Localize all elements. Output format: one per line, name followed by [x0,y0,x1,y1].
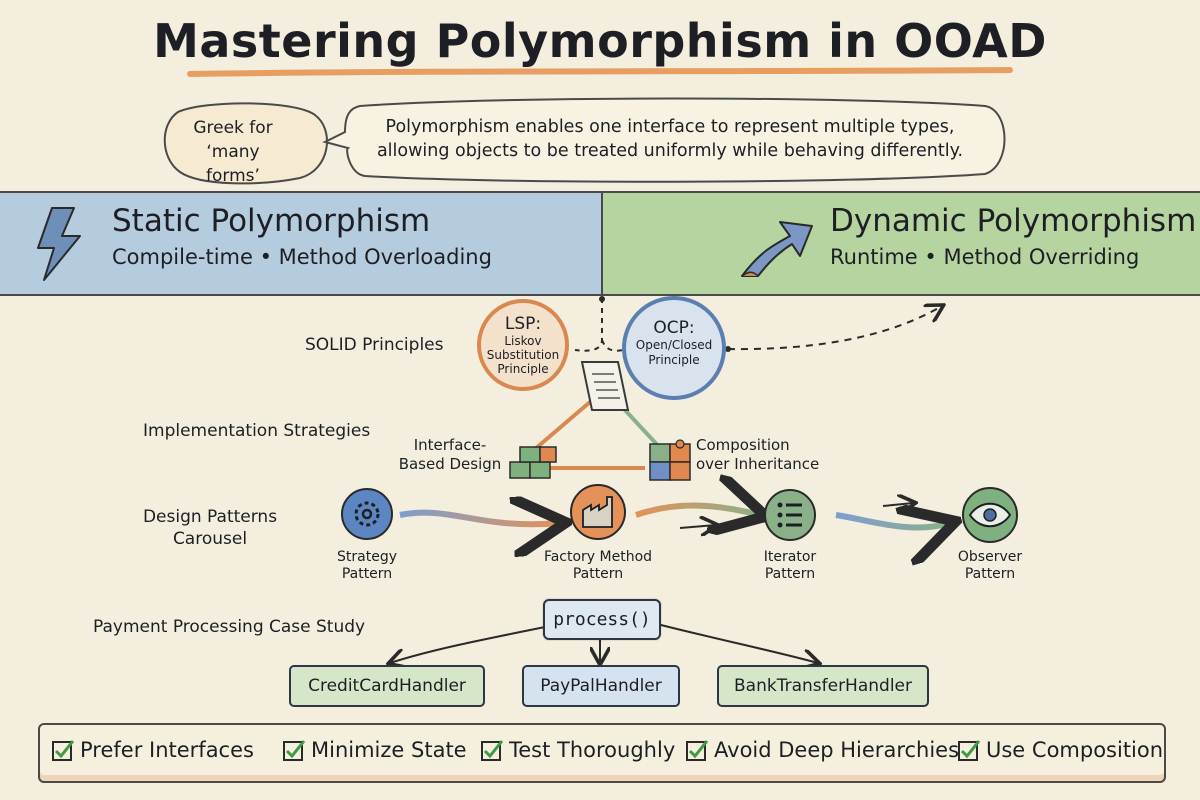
static-band [0,192,602,295]
strategy-line-2: Pattern [341,566,393,582]
tip-label: Prefer Interfaces [80,738,254,762]
tip-label: Avoid Deep Hierarchies [714,738,960,762]
composition-line-2: over Inheritance [696,455,820,473]
observer-node [962,487,1018,543]
curved-arrow-icon [741,221,813,277]
iterator-pattern-label: Iterator Pattern [720,549,860,583]
tip-prefer-interfaces: Prefer Interfaces [52,738,254,762]
dynamic-polymorphism: Dynamic Polymorphism Runtime • Method Ov… [830,203,1196,269]
page-title: Mastering Polymorphism in OOAD [153,14,1047,68]
scroll-icon [580,361,630,411]
iterator-line-1: Iterator [763,549,817,565]
lsp-circle [477,299,569,391]
strategy-line-1: Strategy [337,549,397,565]
blocks-icon [509,446,557,479]
iterator-line-2: Pattern [764,566,816,582]
tip-label: Minimize State [311,738,467,762]
eye-icon [968,502,1012,528]
lsp-line-2: Substitution [486,348,560,362]
checkbox-icon [686,740,708,761]
list-icon [777,502,802,528]
intro-bubble [322,97,1006,183]
lightning-icon [37,207,81,281]
lsp-title: LSP: [504,314,542,334]
tip-avoid-deep-hierarchies: Avoid Deep Hierarchies [686,738,959,762]
gear-icon [354,501,380,527]
ocp-circle [622,296,726,400]
factory-icon [582,496,613,528]
intro-line-2: allowing objects to be treated uniformly… [376,141,964,161]
case-study-label: Payment Processing Case Study [93,617,366,637]
banktransfer-handler-box: BankTransferHandler [717,665,929,707]
factory-node [570,484,626,540]
patterns-line-2: Carousel [172,529,248,549]
tip-label: Test Thoroughly [509,738,676,762]
intro-line-1: Polymorphism enables one interface to re… [385,117,955,137]
greek-line-2: ‘many forms’ [206,142,260,186]
creditcard-handler-box: CreditCardHandler [289,665,485,707]
greek-bubble [163,102,328,185]
puzzle-icon [649,439,691,481]
static-polymorphism: Static Polymorphism Compile-time • Metho… [112,203,492,269]
observer-pattern-label: Observer Pattern [920,549,1060,583]
interface-line-1: Interface- [413,436,487,454]
ocp-line-1: Open/Closed [635,338,713,352]
patterns-line-1: Design Patterns [142,507,278,527]
checkbox-icon [958,740,980,761]
process-method-box: process() [543,599,661,640]
intro-text: Polymorphism enables one interface to re… [345,115,995,163]
ocp-title: OCP: [653,318,695,338]
ocp-text: OCP: Open/Closed Principle [627,318,721,368]
patterns-label: Design Patterns Carousel [130,506,290,550]
lsp-text: LSP: Liskov Substitution Principle [479,314,567,376]
tip-label: Use Composition [986,738,1164,762]
observer-line-2: Pattern [964,566,1016,582]
dynamic-band [602,192,1200,295]
tip-use-composition: Use Composition [958,738,1163,762]
strategy-node [341,488,393,540]
composition-label: Composition over Inheritance [696,436,819,474]
lsp-line-1: Liskov [504,334,542,348]
dynamic-title: Dynamic Polymorphism [830,203,1197,239]
iterator-node [764,489,816,541]
static-title: Static Polymorphism [112,203,431,239]
tip-minimize-state: Minimize State [283,738,467,762]
composition-line-1: Composition [696,436,790,454]
observer-line-1: Observer [957,549,1023,565]
lsp-line-3: Principle [497,362,549,376]
greek-bubble-text: Greek for ‘many forms’ [178,116,288,188]
interface-line-2: Based Design [398,455,502,473]
strategy-pattern-label: Strategy Pattern [297,549,437,583]
factory-line-1: Factory Method [543,549,653,565]
checkbox-icon [52,740,74,761]
title-underline [187,67,1013,77]
factory-pattern-label: Factory Method Pattern [528,549,668,583]
paypal-handler-box: PayPalHandler [522,665,680,707]
solid-label: SOLID Principles [305,335,444,355]
dynamic-subtitle: Runtime • Method Overriding [830,245,1140,269]
static-subtitle: Compile-time • Method Overloading [112,245,492,269]
interface-design-label: Interface- Based Design [394,436,506,474]
strategies-label: Implementation Strategies [143,421,371,441]
checkbox-icon [481,740,503,761]
checkbox-icon [283,740,305,761]
greek-line-1: Greek for [193,118,273,138]
ocp-line-2: Principle [648,353,700,367]
tip-test-thoroughly: Test Thoroughly [481,738,675,762]
factory-line-2: Pattern [572,566,624,582]
